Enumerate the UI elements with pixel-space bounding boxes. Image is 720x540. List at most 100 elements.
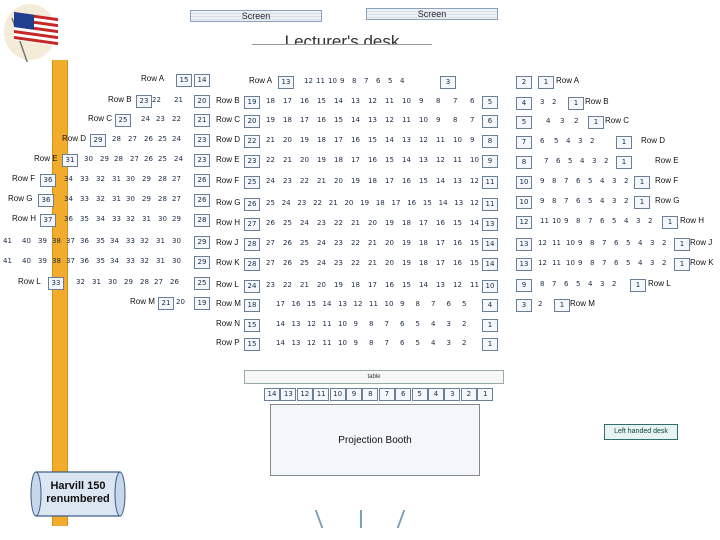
seat: 13 <box>291 339 301 347</box>
seat: 22 <box>152 96 161 104</box>
seat: 39 <box>38 237 47 245</box>
seat: 6 <box>400 320 405 328</box>
seat: 3 <box>592 157 597 165</box>
row-label: Row G <box>8 194 33 203</box>
table-seat: 13 <box>280 388 297 401</box>
seat: 30 <box>158 215 167 223</box>
seat: 28 <box>158 195 167 203</box>
row-label: Row E <box>216 155 240 164</box>
seat: 15 <box>402 281 411 289</box>
table-seat: 6 <box>395 388 412 401</box>
seat: 14 <box>438 199 448 207</box>
seat: 27 <box>130 155 139 163</box>
seat: 1 <box>662 216 678 229</box>
seat: 15 <box>470 259 479 267</box>
seat: 18 <box>419 239 428 247</box>
seat: 1 <box>588 116 604 129</box>
seat: 7 <box>544 157 549 165</box>
seat: 27 <box>128 135 137 143</box>
seat: 12 <box>368 97 377 105</box>
seat: 22 <box>351 259 360 267</box>
seat: 18 <box>266 97 275 105</box>
seat: 17 <box>368 281 377 289</box>
seat: 9 <box>564 217 569 225</box>
seat: 15 <box>334 116 343 124</box>
seat: 14 <box>276 320 285 328</box>
seat: 26 <box>144 135 153 143</box>
seat: 20 <box>176 298 185 306</box>
seat: 15 <box>453 219 462 227</box>
seat: 24 <box>266 177 275 185</box>
table-seat: 2 <box>460 388 477 401</box>
seat: 4 <box>431 339 436 347</box>
seat: 28 <box>140 278 149 286</box>
seat: 3 <box>560 117 565 125</box>
seat: 8 <box>352 77 357 85</box>
seat: 26 <box>144 155 153 163</box>
seat: 4 <box>580 157 585 165</box>
seat: 38 <box>52 257 61 265</box>
row-label: Row F <box>655 176 679 185</box>
seat: 15 <box>419 177 428 185</box>
seat: 41 <box>3 257 12 265</box>
seat: 20 <box>334 177 343 185</box>
row-label: Row C <box>605 116 630 125</box>
seat: 13 <box>419 156 428 164</box>
seat: 9 <box>540 197 545 205</box>
seat: 6 <box>482 115 498 128</box>
seat: 10 <box>516 196 532 209</box>
seat: 4 <box>400 77 405 85</box>
seat: 23 <box>334 259 343 267</box>
seat: 26 <box>194 174 210 187</box>
seat: 25 <box>300 259 309 267</box>
lecturer-desk-label: Lecturer's desk <box>284 32 400 45</box>
booth-line-left <box>314 510 324 528</box>
row-label: Row L <box>648 279 671 288</box>
seat: 5 <box>415 320 420 328</box>
seat: 16 <box>368 156 377 164</box>
seat: 1 <box>568 97 584 110</box>
seat: 36 <box>64 215 73 223</box>
seat: 1 <box>538 76 554 89</box>
seat: 13 <box>454 199 464 207</box>
seat: 21 <box>368 239 377 247</box>
booth-line-right <box>396 510 406 528</box>
seat: 1 <box>482 338 498 351</box>
seat: 24 <box>300 219 309 227</box>
seat: 3 <box>600 280 605 288</box>
seat: 5 <box>588 177 593 185</box>
row-label: Row E <box>655 156 679 165</box>
seat: 22 <box>351 239 360 247</box>
seat: 13 <box>402 136 411 144</box>
seat: 23 <box>244 155 260 168</box>
seat: 5 <box>588 197 593 205</box>
seat: 13 <box>516 238 532 251</box>
seat: 11 <box>482 198 498 211</box>
seat: 4 <box>431 320 436 328</box>
seat: 8 <box>369 339 374 347</box>
seat: 9 <box>353 339 358 347</box>
seat: 7 <box>364 77 369 85</box>
seat: 2 <box>552 98 557 106</box>
seat: 11 <box>316 77 325 85</box>
seat: 22 <box>300 177 309 185</box>
seat: 12 <box>304 77 313 85</box>
seat: 18 <box>244 299 260 312</box>
row-label: Row J <box>690 238 713 247</box>
seat: 12 <box>419 136 428 144</box>
seat: 33 <box>48 277 64 290</box>
table-seat: 11 <box>313 388 330 401</box>
table-seat: 1 <box>477 388 494 401</box>
seat: 31 <box>62 154 78 167</box>
seat: 34 <box>64 175 73 183</box>
seat: 6 <box>600 217 605 225</box>
seat: 34 <box>110 257 119 265</box>
seat: 5 <box>388 77 393 85</box>
seat: 15 <box>244 319 260 332</box>
seat: 16 <box>385 281 394 289</box>
seat: 24 <box>281 199 291 207</box>
seat: 20 <box>300 156 309 164</box>
seat: 1 <box>674 258 690 271</box>
seat: 28 <box>244 258 260 271</box>
seat: 20 <box>317 281 326 289</box>
